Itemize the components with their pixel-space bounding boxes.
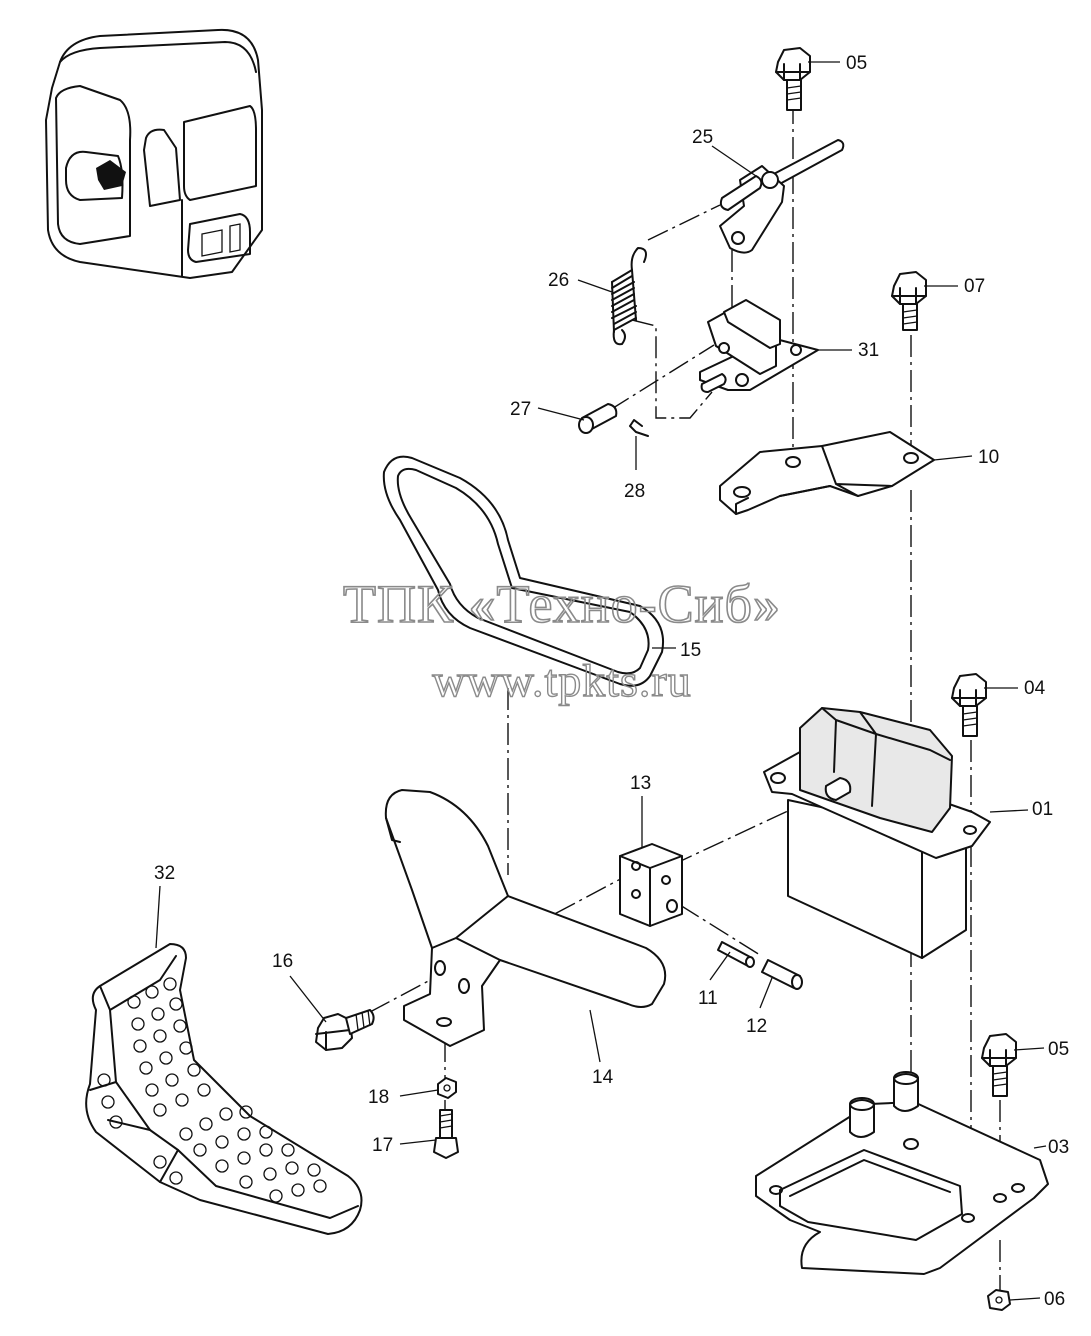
- plate-10: [719, 431, 935, 515]
- pedal-32: [85, 943, 363, 1235]
- callout-05-bottom: 05: [1048, 1039, 1069, 1060]
- callout-12: 12: [746, 1016, 767, 1037]
- pedal-arm-14: [384, 789, 667, 1047]
- cab-locator-icon: [45, 28, 263, 279]
- base-plate-03: [755, 1071, 1049, 1275]
- watermark-company: ТПК «Техно-Сиб»: [343, 574, 781, 634]
- watermark-website: www.tpkts.ru: [432, 655, 691, 706]
- callout-01: 01: [1032, 799, 1053, 820]
- nut-06: [987, 1289, 1011, 1311]
- pin-27: [578, 403, 618, 434]
- bolt-17: [433, 1109, 459, 1159]
- callout-16: 16: [272, 951, 293, 972]
- sensor-unit-01: [763, 707, 991, 959]
- clip-28: [629, 419, 649, 437]
- callout-18: 18: [368, 1087, 389, 1108]
- callout-15: 15: [680, 640, 701, 661]
- bolt-05-bottom: [981, 1033, 1017, 1097]
- pin-11: [717, 941, 755, 968]
- callout-07: 07: [964, 276, 985, 297]
- pedal-tread-holes: [97, 977, 327, 1203]
- bolt-07: [891, 271, 927, 331]
- callout-06: 06: [1044, 1289, 1065, 1310]
- pedal-cover-15: [382, 455, 664, 687]
- callout-32: 32: [154, 863, 175, 884]
- bolt-04: [951, 673, 987, 737]
- nut-18: [437, 1077, 457, 1099]
- callout-14: 14: [592, 1067, 614, 1088]
- bolt-05-top: [775, 47, 811, 111]
- block-13: [619, 843, 683, 927]
- callout-31: 31: [858, 340, 879, 361]
- callout-28: 28: [624, 481, 645, 502]
- callout-26: 26: [548, 270, 569, 291]
- callout-27: 27: [510, 399, 531, 420]
- callout-05-top: 05: [846, 53, 867, 74]
- callout-10: 10: [978, 447, 999, 468]
- callout-25: 25: [692, 127, 713, 148]
- callout-13: 13: [630, 773, 651, 794]
- bolt-16: [315, 1009, 375, 1051]
- lever-25: [719, 139, 845, 254]
- bracket-31: [699, 299, 819, 393]
- leader-lines: [155, 61, 1047, 1301]
- watermark: ТПК «Техно-Сиб» www.tpkts.ru: [342, 573, 781, 707]
- pin-12: [761, 959, 803, 990]
- callout-04: 04: [1024, 678, 1046, 699]
- callout-labels: 05 25 26 07 31 27 28 10 15 04 01 13 32 1…: [154, 53, 1069, 1310]
- callout-11: 11: [698, 988, 718, 1009]
- callout-17: 17: [372, 1135, 393, 1156]
- callout-03: 03: [1048, 1137, 1069, 1158]
- spring-26: [611, 247, 647, 346]
